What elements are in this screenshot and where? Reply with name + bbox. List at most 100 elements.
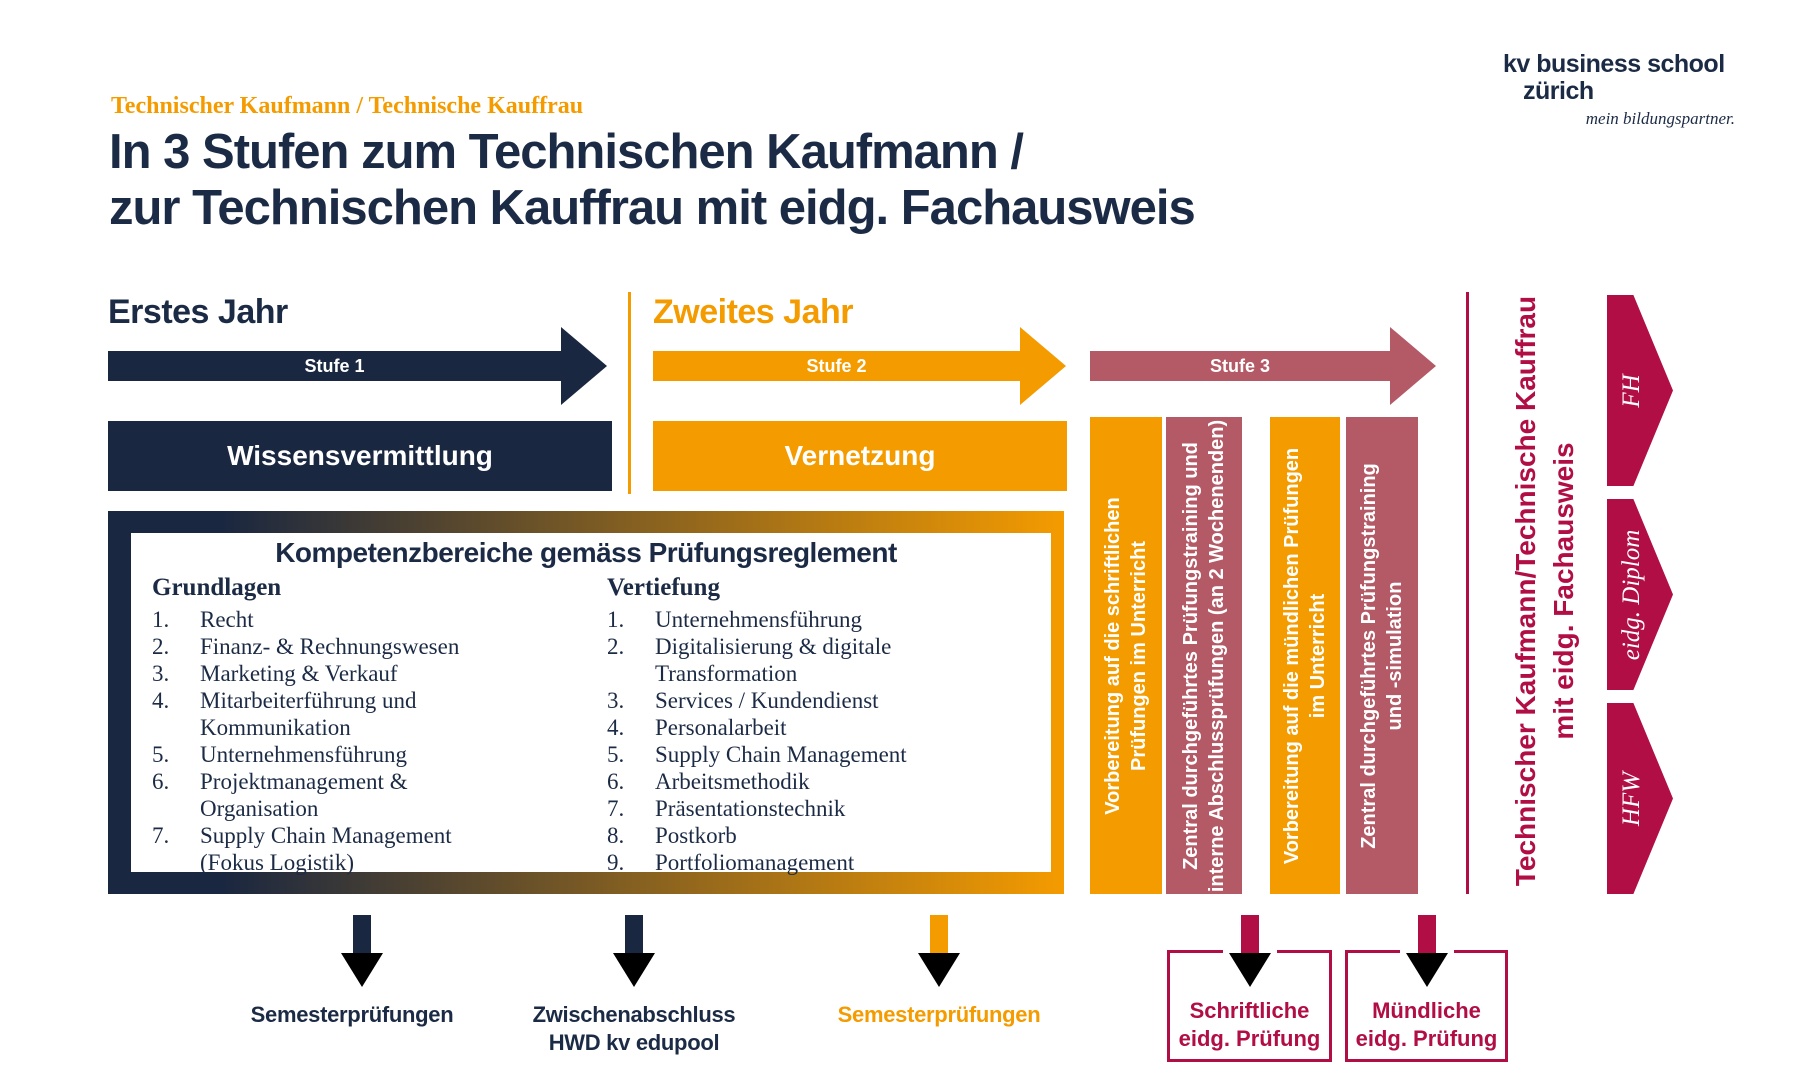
item-text: Projektmanagement & Organisation (200, 769, 408, 821)
item-text: Finanz- & Rechnungswesen (200, 634, 460, 659)
list-item: 9. Portfoliomanagement (607, 849, 1037, 876)
stage3-arrowhead-icon (1390, 327, 1436, 405)
vertical-bar-written-prep: Vorbereitung auf die schriftlichen Prüfu… (1090, 417, 1162, 894)
item-text: Unternehmensführung (200, 742, 407, 767)
arrow-head (1406, 953, 1448, 987)
competence-column-grundlagen: Grundlagen 1. Recht 2. Finanz- & Rechnungs… (152, 574, 582, 876)
competence-column-vertiefung: Vertiefung 1.Unternehmensführung 2. Digit… (607, 574, 1037, 876)
column-heading: Grundlagen (152, 574, 282, 601)
vertical-bar-oral-prep: Vorbereitung auf die mündlichen Prüfunge… (1270, 417, 1340, 894)
item-number: 7. (152, 823, 170, 848)
logo-tagline: mein bildungspartner. (1585, 109, 1735, 128)
down-arrow-icon (1229, 915, 1271, 988)
vertical-bar-text: Zentral durchgeführtes Prüfungstraining … (1358, 462, 1406, 849)
label-semester-exams-2: Semesterprüfungen (837, 1002, 1041, 1027)
item-number: 6. (607, 769, 625, 794)
arrow-head (613, 953, 655, 987)
arrow-head (918, 953, 960, 987)
stage2-label: Stufe 2 (806, 356, 867, 376)
logo-line2: zürich (1523, 77, 1594, 105)
arrow-shaft (930, 915, 948, 953)
competence-box-title: Kompetenzbereiche gemäss Prüfungsregleme… (275, 537, 897, 568)
arrow-shaft (353, 915, 371, 953)
item-number: 2. (607, 634, 625, 659)
stage2-arrowhead-icon (1020, 327, 1066, 405)
stage3-arrow: Stufe 3 (1090, 327, 1436, 405)
list-item: 1.Unternehmensführung (607, 606, 1037, 633)
item-text: Recht (200, 607, 254, 632)
year-divider-line (628, 292, 631, 494)
item-text: Postkorb (655, 823, 737, 848)
badge-label: HFW (1618, 771, 1645, 826)
down-arrow-icon (613, 915, 655, 988)
item-text: Präsentationstechnik (655, 796, 846, 821)
list-item: 4.Personalarbeit (607, 714, 1037, 741)
eyebrow-label: Technischer Kaufmann / Technische Kauffr… (111, 93, 584, 119)
item-number: 1. (607, 607, 625, 632)
arrow-head (1229, 953, 1271, 987)
phase-bar-vernetzung: Vernetzung (653, 421, 1067, 491)
competence-box (108, 511, 1064, 894)
item-number: 3. (607, 688, 625, 713)
list-item: 4. Mitarbeiterführung und Kommunikation (152, 687, 582, 741)
item-number: 5. (152, 742, 170, 767)
item-number: 4. (152, 688, 170, 713)
list-item: 6. Arbeitsmethodik (607, 768, 1037, 795)
stage2-arrow-bar (653, 351, 1020, 381)
list-item: 5. Unternehmensführung (152, 741, 582, 768)
list-item: 2. Digitalisierung & digitale Transformat… (607, 633, 1037, 687)
badge-label: FH (1618, 373, 1645, 408)
item-text: Mitarbeiterführung und Kommunikation (200, 688, 417, 740)
item-number: 2. (152, 634, 170, 659)
label-intermediate-degree: Zwischenabschluss HWD kv edupool (532, 1002, 736, 1055)
item-text: Supply Chain Management (Fokus Logistik) (200, 823, 452, 875)
down-arrow-icon (918, 915, 960, 988)
list-item: 6. Projektmanagement & Organisation (152, 768, 582, 822)
item-number: 3. (152, 661, 170, 686)
list-item: 2. Finanz- & Rechnungswesen (152, 633, 582, 660)
stage2-arrow: Stufe 2 (653, 327, 1066, 405)
list-item: 1. Recht (152, 606, 582, 633)
stage1-arrowhead-icon (561, 327, 607, 405)
item-text: Digitalisierung & digitale Transformatio… (655, 634, 892, 686)
vertical-bar-simulation: Zentral durchgeführtes Prüfungstraining … (1346, 417, 1418, 894)
stage1-arrow: Stufe 1 (108, 327, 607, 405)
page-title: In 3 Stufen zum Technischen Kaufmann / z… (109, 125, 1196, 235)
label-semester-exams-1: Semesterprüfungen (250, 1002, 454, 1027)
school-logo: kv business school zürich mein bildungsp… (1503, 50, 1735, 129)
item-number: 1. (152, 607, 170, 632)
item-text: Personalarbeit (655, 715, 787, 740)
exam-box-written: Schriftliche eidg. Prüfung (1167, 949, 1332, 1062)
stage1-arrow-bar (108, 351, 561, 381)
badge-label: eidg. Diplom (1618, 529, 1645, 660)
heading-second-year: Zweites Jahr (653, 293, 853, 331)
column-heading: Vertiefung (607, 574, 720, 601)
item-number: 7. (607, 796, 625, 821)
right-rail-divider-line (1466, 292, 1469, 894)
stage1-label: Stufe 1 (304, 356, 365, 376)
item-number: 5. (607, 742, 625, 767)
item-number: 6. (152, 769, 170, 794)
item-number: 9. (607, 850, 625, 875)
vertical-bar-text: Zentral durchgeführtes Prüfungstraining … (1180, 419, 1228, 892)
list-item: 8.Postkorb (607, 822, 1037, 849)
logo-line1: kv business school (1503, 50, 1725, 78)
vertical-bar-text: Vorbereitung auf die mündlichen Prüfunge… (1281, 447, 1329, 864)
heading-first-year: Erstes Jahr (108, 293, 288, 331)
item-text: Services / Kundendienst (655, 688, 879, 713)
vertical-bar-text: Vorbereitung auf die schriftlichen Prüfu… (1102, 496, 1150, 815)
exam-box-text: Schriftliche eidg. Prüfung (1178, 998, 1321, 1051)
competence-box-inner (131, 533, 1051, 872)
down-arrow-icon (1406, 915, 1448, 988)
phase-bar-wissensvermittlung: Wissensvermittlung (108, 421, 612, 491)
list-item: 7. Supply Chain Management (Fokus Logisti… (152, 822, 582, 876)
arrow-shaft (625, 915, 643, 953)
item-text: Marketing & Verkauf (200, 661, 398, 686)
list-item: 3. Services / Kundendienst (607, 687, 1037, 714)
item-text: Portfoliomanagement (655, 850, 855, 875)
vertical-bar-central-training: Zentral durchgeführtes Prüfungstraining … (1166, 417, 1242, 894)
arrow-head (341, 953, 383, 987)
item-text: Arbeitsmethodik (655, 769, 810, 794)
list-item: 3. Marketing & Verkauf (152, 660, 582, 687)
